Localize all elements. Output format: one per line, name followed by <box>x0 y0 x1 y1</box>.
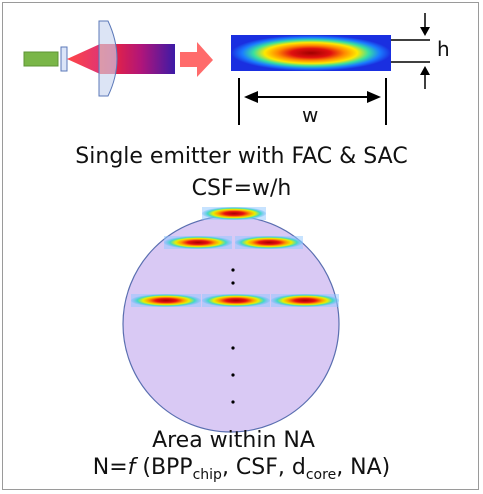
stacked-emitter <box>202 294 270 307</box>
sac-lens-icon <box>98 20 118 97</box>
area-caption: Area within NA <box>152 428 315 453</box>
figure-frame <box>2 2 479 490</box>
formula-sub-core: core <box>305 467 337 483</box>
stacked-emitter <box>271 294 339 307</box>
formula-sub-chip: chip <box>192 467 222 483</box>
stacked-emitter <box>164 236 232 249</box>
height-dimension <box>391 13 430 89</box>
transform-arrow-icon <box>180 42 213 77</box>
emitter-stack <box>131 207 339 307</box>
emitter-caption: Single emitter with FAC & SAC <box>75 144 408 169</box>
width-dimension <box>238 78 387 125</box>
laser-diode-icon <box>23 51 59 67</box>
height-label: h <box>437 37 450 61</box>
formula-csf: , CSF, d <box>221 455 306 480</box>
width-label: w <box>302 103 319 127</box>
stacked-emitter <box>131 294 201 307</box>
stacked-emitter <box>235 236 303 249</box>
beam-icon <box>67 44 100 74</box>
formula-prefix: N= <box>92 455 128 480</box>
csf-caption: CSF=w/h <box>191 176 292 201</box>
continuation-dots <box>231 268 235 404</box>
stacked-emitter <box>202 207 266 220</box>
formula-bpp: (BPP <box>135 455 193 480</box>
formula-function: f <box>127 455 136 480</box>
fac-lens-icon <box>60 46 68 72</box>
formula-caption: N=f (BPPchip, CSF, dcore, NA) <box>0 455 483 488</box>
formula-close: , NA) <box>336 455 391 480</box>
